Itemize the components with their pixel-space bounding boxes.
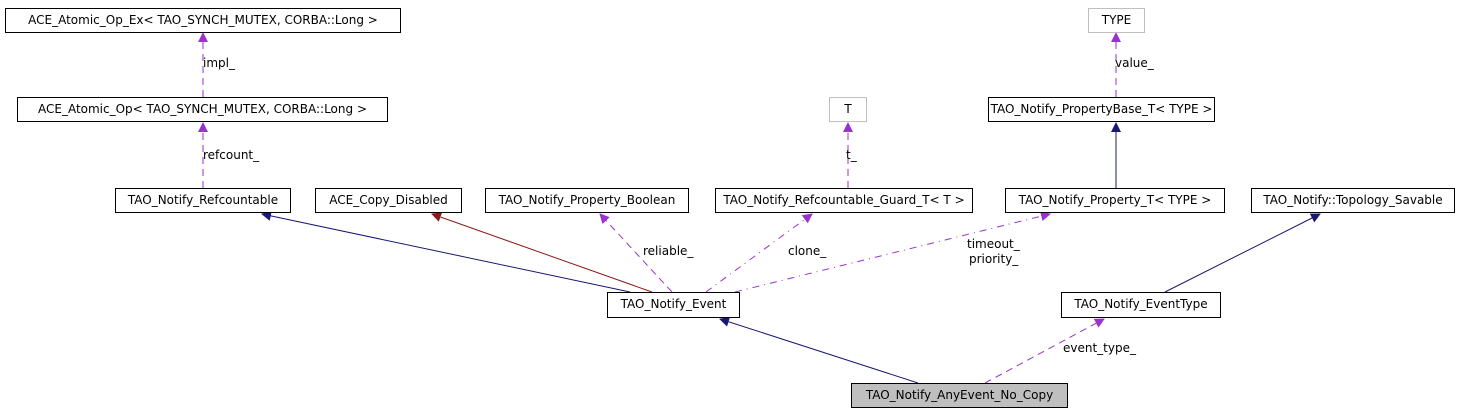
node-property-base[interactable]: TAO_Notify_PropertyBase_T< TYPE > (988, 97, 1215, 122)
edge-event-to-guard (705, 213, 813, 293)
edge-any-event-to-event-type (984, 318, 1105, 384)
node-refcountable[interactable]: TAO_Notify_Refcountable (115, 188, 291, 213)
edge-label-priority: priority_ (969, 252, 1019, 266)
node-any-event-no-copy: TAO_Notify_AnyEvent_No_Copy (851, 383, 1068, 408)
edge-label-event-type: event_type_ (1063, 341, 1136, 355)
node-copy-disabled[interactable]: ACE_Copy_Disabled (315, 188, 462, 213)
edge-label-value: value_ (1115, 56, 1154, 70)
node-refcountable-guard[interactable]: TAO_Notify_Refcountable_Guard_T< T > (715, 188, 973, 213)
edge-label-clone: clone_ (788, 244, 827, 258)
node-event[interactable]: TAO_Notify_Event (607, 292, 740, 318)
node-atomic-op-ex[interactable]: ACE_Atomic_Op_Ex< TAO_SYNCH_MUTEX, CORBA… (5, 8, 401, 33)
edge-event-to-copy-disabled (431, 212, 653, 293)
node-atomic-op[interactable]: ACE_Atomic_Op< TAO_SYNCH_MUTEX, CORBA::L… (17, 97, 388, 122)
node-t: T (829, 97, 867, 122)
edge-label-timeout: timeout_ (967, 237, 1020, 251)
edge-label-t: t_ (846, 148, 857, 162)
edge-label-reliable: reliable_ (643, 244, 694, 258)
edge-event-to-refcountable (261, 210, 631, 293)
edge-label-refcount: refcount_ (203, 148, 260, 162)
edge-event-type-to-topology-savable (1164, 213, 1321, 293)
edge-any-event-to-event (719, 317, 919, 384)
node-type: TYPE (1088, 8, 1145, 33)
edge-event-to-property-t (734, 211, 1051, 293)
node-property-boolean[interactable]: TAO_Notify_Property_Boolean (485, 188, 689, 213)
edge-event-to-property-boolean (599, 213, 673, 293)
node-property-t[interactable]: TAO_Notify_Property_T< TYPE > (1005, 188, 1225, 213)
node-topology-savable[interactable]: TAO_Notify::Topology_Savable (1251, 188, 1455, 213)
node-event-type[interactable]: TAO_Notify_EventType (1061, 292, 1221, 318)
edge-label-impl: impl_ (203, 56, 235, 70)
